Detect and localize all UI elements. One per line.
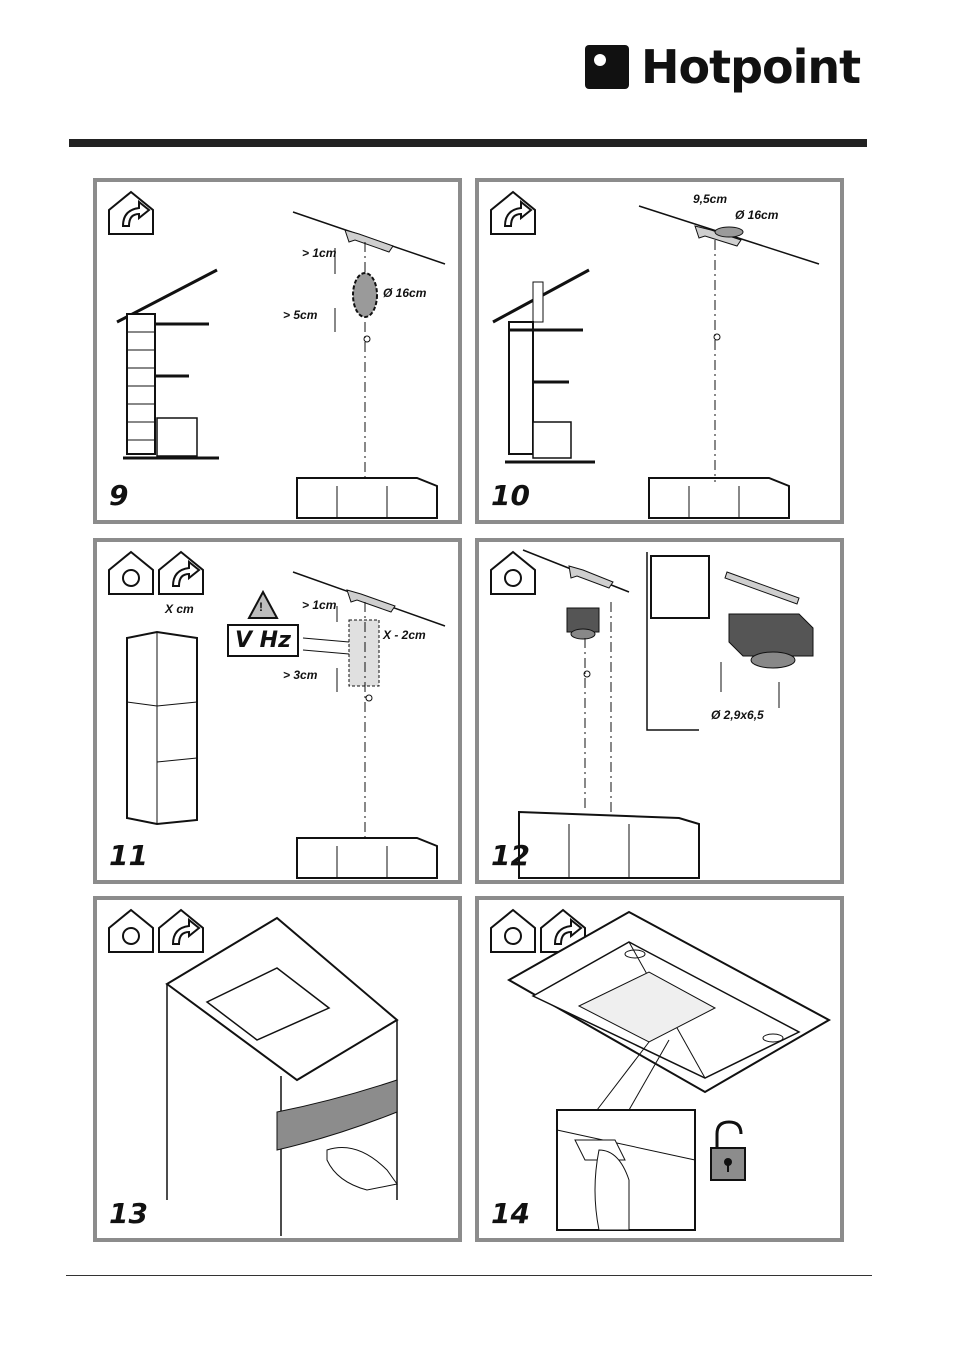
brand-logo: Hotpoint [585, 38, 860, 96]
step-14-panel: 14 [475, 896, 844, 1242]
step-number: 9 [109, 479, 128, 512]
recirculation-mode-icon [491, 552, 535, 594]
bottom-gap-label: > 5cm [283, 308, 317, 322]
step-number: 13 [109, 1197, 148, 1230]
step-11-illustration [97, 542, 458, 880]
hotpoint-logo-icon [585, 45, 629, 89]
recirculation-mode-icon [109, 910, 153, 952]
step-number: 10 [491, 479, 530, 512]
bottom-gap-label: > 3cm [283, 668, 317, 682]
footer-rule [66, 1275, 872, 1276]
voltage-warning-box: V Hz [227, 624, 299, 657]
socket-width-label: X - 2cm [383, 628, 426, 642]
header-rule [69, 139, 867, 147]
warning-symbol: ! [259, 600, 263, 614]
ducted-mode-icon [159, 910, 203, 952]
screw-size-label: Ø 2,9x6,5 [711, 708, 764, 722]
warning-triangle-icon [249, 592, 277, 618]
step-10-illustration [479, 182, 840, 520]
step-11-panel: X cm ! V Hz > 1cm X - 2cm > 3cm 11 [93, 538, 462, 884]
offset-label: 9,5cm [693, 192, 727, 206]
step-13-illustration [97, 900, 458, 1238]
unlock-padlock-icon [711, 1122, 745, 1180]
step-number: 11 [109, 839, 148, 872]
step-number: 12 [491, 839, 530, 872]
step-12-illustration [479, 542, 840, 880]
ducted-mode-icon [159, 552, 203, 594]
step-9-illustration [97, 182, 458, 520]
step-10-panel: 9,5cm Ø 16cm 10 [475, 178, 844, 524]
step-13-panel: 13 [93, 896, 462, 1242]
width-label: X cm [165, 602, 194, 616]
step-9-panel: > 1cm Ø 16cm > 5cm 9 [93, 178, 462, 524]
brand-name: Hotpoint [641, 40, 860, 94]
top-gap-label: > 1cm [302, 246, 336, 260]
step-14-illustration [479, 900, 840, 1238]
ducted-mode-icon [109, 192, 153, 234]
diameter-label: Ø 16cm [383, 286, 426, 300]
ducted-mode-icon [491, 192, 535, 234]
diameter-label: Ø 16cm [735, 208, 778, 222]
recirculation-mode-icon [491, 910, 535, 952]
step-number: 14 [491, 1197, 530, 1230]
step-12-panel: Ø 2,9x6,5 12 [475, 538, 844, 884]
top-gap-label: > 1cm [302, 598, 336, 612]
recirculation-mode-icon [109, 552, 153, 594]
